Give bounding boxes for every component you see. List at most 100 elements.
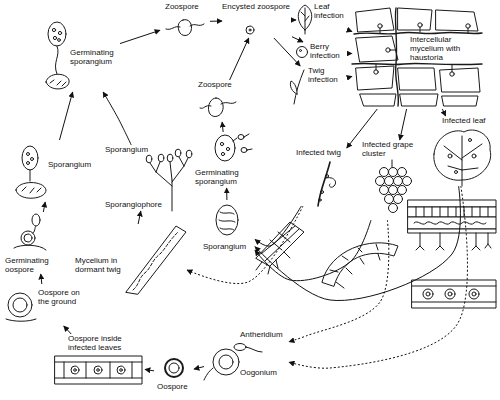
stage-node: Oospore inside infected leaves (50, 334, 145, 390)
sporangium-drawing (31, 158, 34, 161)
oospore-leaf-section (469, 289, 479, 299)
zoospore-drawing (200, 102, 236, 108)
mycelium-cells (354, 32, 482, 34)
leaf-section (408, 207, 496, 217)
stage-node: Germinating oospore (5, 212, 70, 274)
cycle-arrow (43, 202, 45, 212)
sporangiophore-drawing (158, 154, 164, 162)
cycle-arrow (230, 38, 249, 80)
stage-label: Encysted zoospore (222, 2, 292, 11)
cycle-arrow (226, 188, 227, 200)
infected-leaf-drawing (455, 171, 458, 174)
stage-node: Berry infection (296, 42, 352, 62)
oospore-leaf-section (423, 289, 433, 299)
sporangium-drawing (27, 162, 30, 165)
berry-drawing (297, 47, 308, 58)
zoospore-drawing (166, 24, 204, 29)
mycelium-cells (378, 24, 382, 28)
cycle-arrow (442, 109, 445, 116)
berry-drawing (300, 50, 302, 52)
stage-node: Twig infection (290, 66, 348, 106)
cycle-arrow (348, 30, 352, 32)
oospore-drawing (165, 359, 183, 377)
oospore-leaf-section (412, 286, 496, 302)
grape-cluster-drawing (376, 177, 385, 186)
stage-label: Intercellular mycelium with haustoria (410, 35, 472, 62)
connector-group (41, 20, 468, 371)
mycelium-cells (352, 8, 482, 106)
oospore-leaf-drawing (120, 369, 123, 372)
stage-label: Sporangiophore (105, 200, 169, 209)
stage-node: Zoospore (160, 2, 210, 42)
zoospore-drawing (208, 98, 223, 117)
grape-cluster-drawing (403, 177, 412, 186)
germinating-oospore-drawing (14, 214, 46, 250)
oospore-leaf-drawing (55, 356, 142, 384)
stage-node: Oospore on the ground (5, 284, 83, 326)
cycle-arrow (194, 367, 204, 369)
germinating-sporangium-drawing (46, 74, 69, 89)
cycle-arrow (210, 20, 222, 21)
germinating-oospore-drawing (32, 214, 40, 226)
cycle-arrow (348, 76, 352, 77)
sporangium-drawing (219, 212, 235, 230)
germinating-oospore-drawing (24, 234, 32, 242)
stage-node: Oospore (154, 350, 194, 398)
oospore-leaf-section (472, 292, 476, 296)
stage-node: Germinating sporangium (45, 20, 120, 92)
stage-node: Intercellular mycelium with haustoria (352, 5, 484, 109)
twig-section (256, 222, 304, 274)
cycle-arrow (347, 109, 378, 148)
stage-node: Zoospore (198, 80, 242, 122)
germinating-sporangium-drawing (220, 142, 223, 145)
oospore-ground-drawing (8, 293, 32, 317)
infected-leaf-drawing (448, 154, 452, 158)
stage-node: Encysted zoospore (222, 2, 292, 38)
oospore-leaf-drawing (55, 362, 142, 378)
stage-label: Antheridium (240, 330, 288, 339)
stage-label: Infected twig (296, 148, 352, 157)
berry-section (330, 244, 380, 288)
stage-label: Oospore inside infected leaves (68, 334, 143, 352)
cycle-arrow (255, 220, 371, 281)
stage-label: Germinating sporangium (195, 168, 257, 186)
sporangiophore-drawing (175, 149, 181, 157)
cycle-arrow (41, 274, 42, 284)
sporangium-drawing (27, 153, 30, 156)
oospore-leaf-drawing (74, 369, 77, 372)
germinating-sporangium-drawing (52, 28, 55, 31)
encysted-zoospore-drawing (246, 26, 254, 34)
zoospore-drawing (166, 20, 204, 36)
sporangiophore-drawing (146, 155, 152, 163)
twig-drawing (290, 81, 297, 94)
grape-cluster-drawing (389, 186, 398, 195)
oospore-leaf-section (448, 292, 452, 296)
infected-leaf-drawing (469, 139, 472, 142)
germinating-sporangium-drawing (53, 36, 56, 39)
mycelium-cells (374, 70, 378, 74)
germinating-sporangium-drawing (48, 22, 66, 46)
leaf-section (408, 217, 496, 229)
stage-label: Germinating sporangium (70, 48, 120, 66)
stage-label: Berry infection (310, 42, 352, 60)
leaf-section (408, 200, 496, 207)
germinating-sporangium-drawing (238, 135, 244, 140)
germinating-sporangium-drawing (215, 135, 235, 161)
leaf-section (408, 200, 496, 250)
germinating-oospore-drawing (33, 226, 36, 233)
cycle-arrow (289, 186, 467, 368)
cycle-arrow (59, 92, 72, 140)
stage-label: Infected grape cluster (362, 140, 420, 158)
germinating-sporangium-drawing (50, 80, 66, 86)
oospore-leaf-drawing (55, 356, 142, 384)
stage-label: Infected leaf (442, 116, 496, 125)
encysted-zoospore-drawing (246, 26, 254, 34)
stage-label: Germinating oospore (5, 256, 67, 274)
oogonium-drawing (213, 349, 239, 375)
dormant-twig-drawing (126, 226, 186, 294)
infected-twig-drawing (326, 178, 336, 188)
leaf-drawing (298, 5, 312, 34)
leaf-section (416, 207, 488, 217)
